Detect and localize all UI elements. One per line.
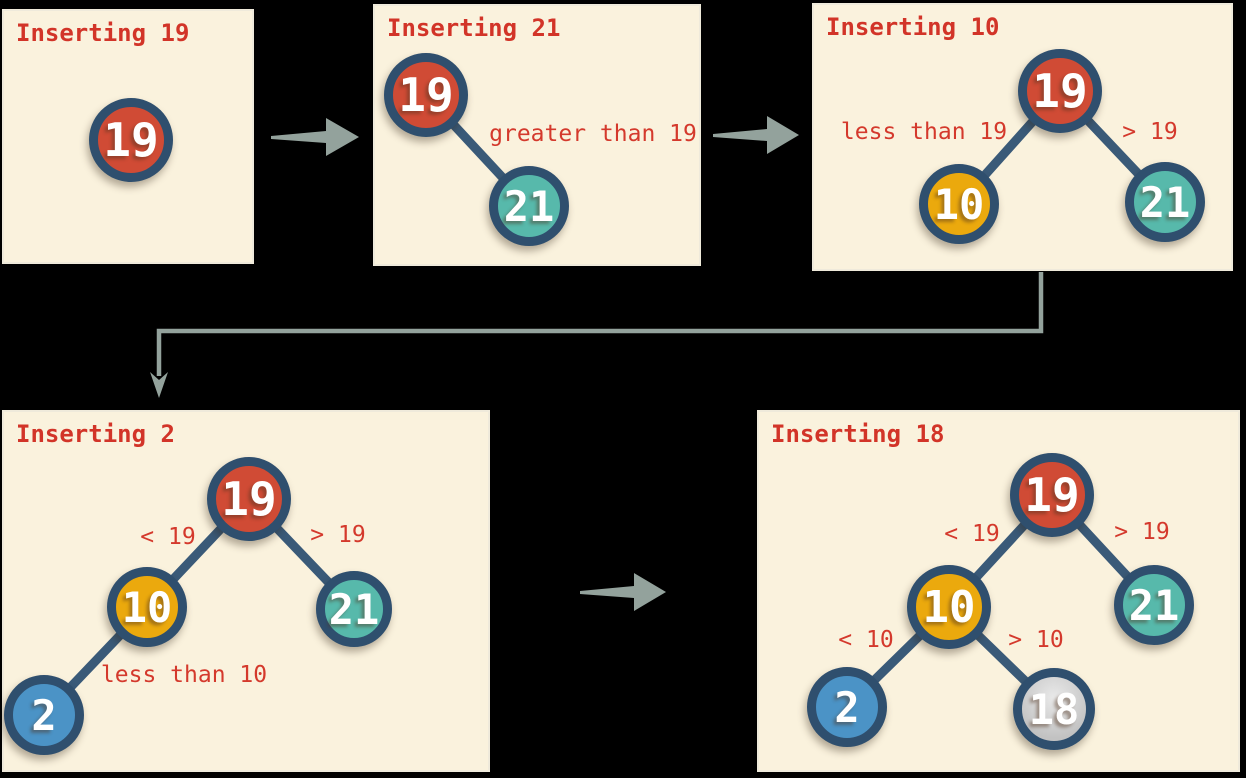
edge-label: < 19 bbox=[140, 524, 196, 550]
panel-step-2: Inserting 21 19 21 greater than 19 bbox=[373, 4, 701, 266]
tree-node-21: 21 bbox=[1125, 162, 1205, 242]
edge-label: > 19 bbox=[1122, 119, 1178, 145]
tree-node-18: 18 bbox=[1013, 668, 1095, 750]
tree-node-21: 21 bbox=[316, 571, 392, 647]
tree-node-19: 19 bbox=[89, 98, 173, 182]
tree-node-19: 19 bbox=[1018, 49, 1102, 133]
edge-label: less than 19 bbox=[840, 119, 1008, 145]
panel-title: Inserting 19 bbox=[16, 19, 190, 47]
panel-title: Inserting 10 bbox=[826, 13, 1000, 41]
tree-node-19: 19 bbox=[1010, 453, 1094, 537]
edge-label: less than 10 bbox=[100, 662, 268, 688]
tree-node-10: 10 bbox=[107, 567, 187, 647]
tree-node-2: 2 bbox=[807, 667, 887, 747]
flow-arrow-step4-step5 bbox=[580, 573, 666, 611]
edge-label: > 19 bbox=[310, 522, 366, 548]
panel-step-1: Inserting 19 19 bbox=[2, 9, 254, 264]
panel-step-3: Inserting 10 19 10 21 less than 19 > 19 bbox=[812, 3, 1233, 271]
flow-arrow-step1-step2 bbox=[271, 118, 359, 156]
tree-node-19: 19 bbox=[384, 53, 468, 137]
panel-step-4: Inserting 2 19 10 21 2 < 19 > 19 less th… bbox=[2, 410, 490, 772]
tree-node-19: 19 bbox=[207, 457, 291, 541]
edge-label: < 19 bbox=[944, 521, 1000, 547]
edge-label: > 19 bbox=[1114, 519, 1170, 545]
elbow-arrowhead bbox=[150, 372, 168, 398]
panel-title: Inserting 21 bbox=[387, 14, 561, 42]
panel-title: Inserting 2 bbox=[16, 420, 175, 448]
elbow-line bbox=[156, 272, 1044, 376]
tree-node-21: 21 bbox=[489, 166, 569, 246]
flow-arrow-step2-step3 bbox=[713, 116, 799, 154]
tree-node-2: 2 bbox=[4, 675, 84, 755]
flow-arrow-step3-step4-elbow bbox=[150, 272, 1044, 398]
panel-title: Inserting 18 bbox=[771, 420, 945, 448]
panel-step-5: Inserting 18 19 10 21 2 18 < 19 > 19 < 1… bbox=[757, 410, 1240, 772]
edge-label: greater than 19 bbox=[489, 121, 697, 147]
tree-node-21: 21 bbox=[1114, 565, 1194, 645]
edge-label: > 10 bbox=[1008, 627, 1064, 653]
tree-node-10: 10 bbox=[907, 565, 991, 649]
edge-label: < 10 bbox=[838, 627, 894, 653]
tree-node-10: 10 bbox=[919, 164, 999, 244]
